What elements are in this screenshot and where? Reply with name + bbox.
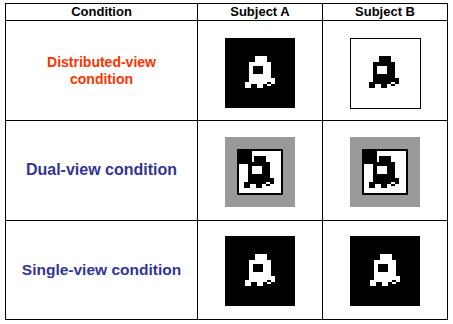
marker-white — [351, 39, 421, 109]
row-header-cell: Distributed-view condition — [20, 21, 183, 120]
row-header: Single-view condition — [22, 261, 181, 279]
marker-black — [225, 236, 295, 306]
column-header: Condition — [71, 5, 132, 20]
column-header: Subject A — [230, 5, 289, 20]
row-header-cell: Dual-view condition — [20, 121, 183, 220]
marker-black — [350, 236, 420, 306]
row-header: Distributed-view condition — [20, 54, 183, 86]
row-header: Dual-view condition — [26, 161, 177, 179]
column-header-cell: Condition — [6, 4, 197, 20]
column-header-cell: Subject B — [323, 4, 447, 20]
column-header-cell: Subject A — [198, 4, 322, 20]
marker-grey — [225, 137, 295, 207]
table-grid — [5, 3, 448, 320]
marker-black — [225, 38, 295, 108]
row-header-cell: Single-view condition — [20, 221, 183, 319]
marker-grey — [350, 137, 420, 207]
column-header: Subject B — [355, 5, 415, 20]
